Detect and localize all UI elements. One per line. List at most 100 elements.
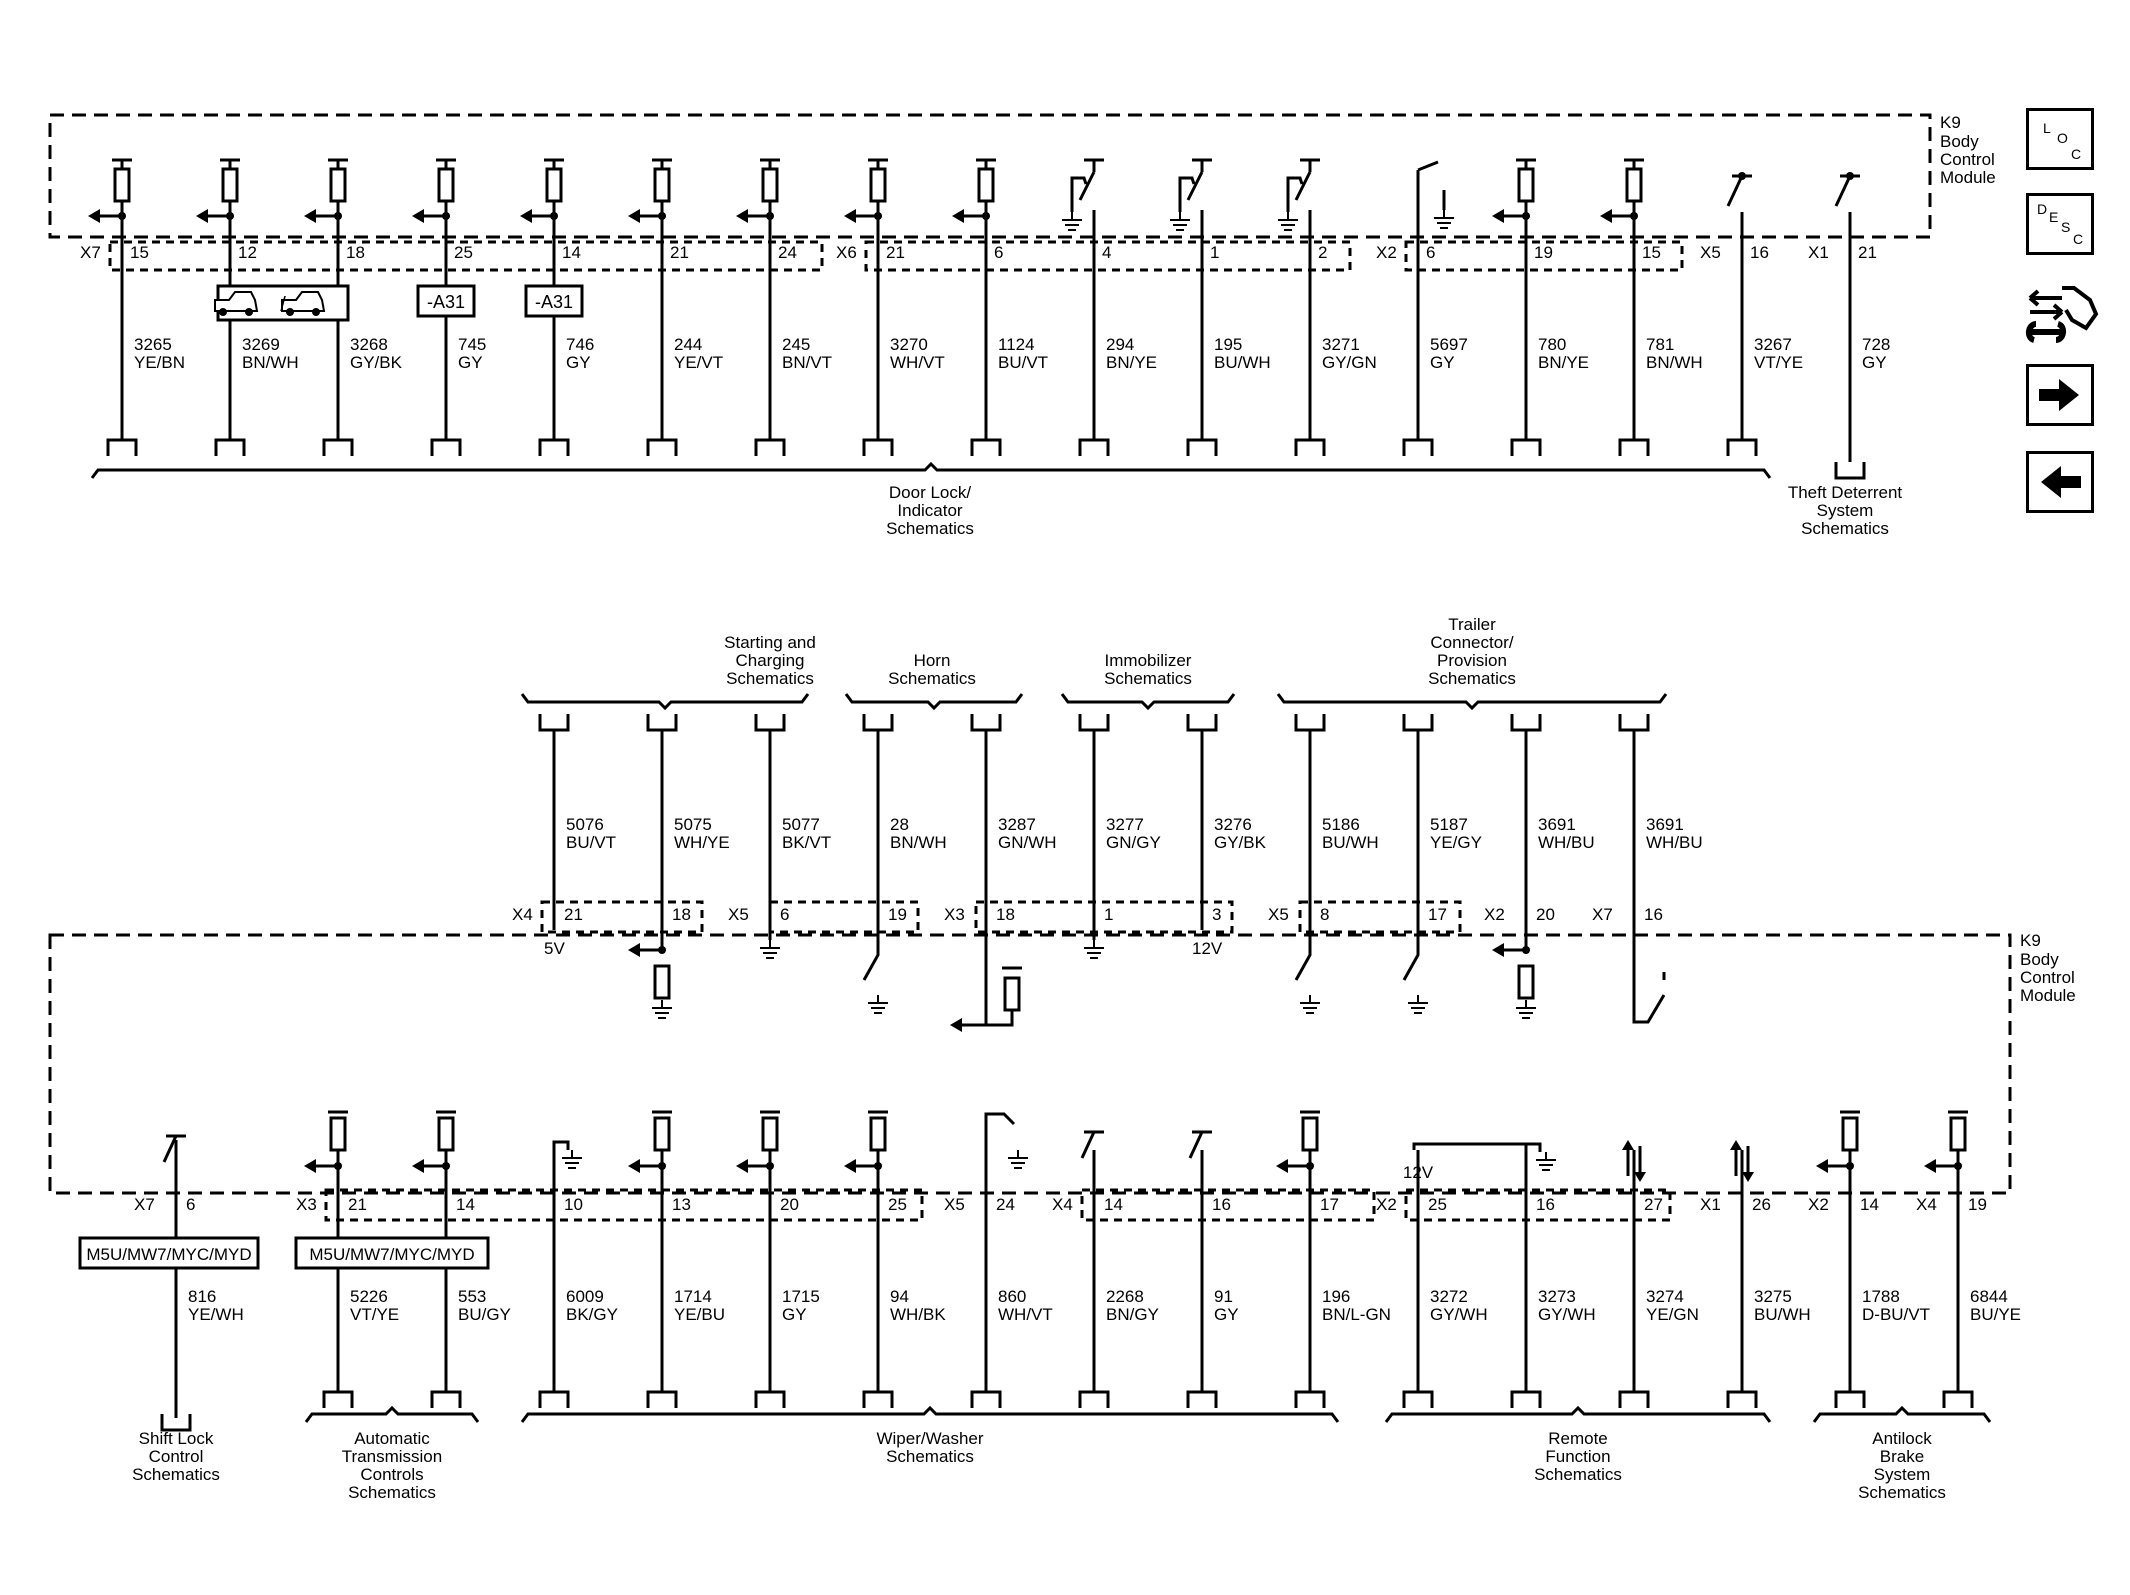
arrow-head [1492,209,1504,223]
arrow-head [1622,1140,1634,1150]
group-label: Wiper/Washer [876,1429,983,1448]
circuit-number: 3268 [350,335,388,354]
wire-color: BN/GY [1106,1305,1159,1324]
pin-label: 6 [780,905,789,924]
resistor-symbol [545,167,563,203]
wire-color: BK/GY [566,1305,618,1324]
arrow-head [1816,1159,1828,1173]
wire-color: GN/WH [998,833,1057,852]
voltage-label: 5V [544,939,565,958]
wire-color: YE/VT [674,353,723,372]
circuit-number: 5186 [1322,815,1360,834]
pin-label: 21 [670,243,689,262]
desc-button[interactable]: D E S C [2026,193,2094,255]
connector-outline [1080,1188,1376,1222]
connector-terminal [970,438,1002,456]
resistor-symbol [329,1116,347,1152]
circuit-number: 6009 [566,1287,604,1306]
group-label: Controls [360,1465,423,1484]
connector-terminal [538,1390,570,1408]
connector-label: X2 [1376,243,1397,262]
group-bracket [1384,1405,1772,1423]
connector-terminal [862,438,894,456]
pin-label: 24 [778,243,797,262]
option-box [78,1236,260,1270]
truck-body [281,291,326,312]
circuit-number: 1124 [998,335,1035,354]
pin-label: 18 [346,243,365,262]
wire-color: BN/YE [1538,353,1589,372]
open-switch [162,1134,186,1163]
connector-terminal [862,1390,894,1408]
connector-label: X5 [1268,905,1289,924]
junction-dot [1846,172,1854,180]
connector-label: X7 [1592,905,1613,924]
connector-terminal [1186,1390,1218,1408]
bidirectional-arrows [1626,1146,1642,1176]
pin-label: 16 [1750,243,1769,262]
pin-label: 15 [130,243,149,262]
vehicle-wrench-icon[interactable] [2022,280,2100,350]
wire-color: YE/BN [134,353,185,372]
pin-label: 21 [886,243,905,262]
group-label: Provision [1437,651,1507,670]
ground-symbol [1536,1152,1556,1171]
next-page-button[interactable] [2026,364,2094,426]
switch-ground-lead [1178,176,1196,212]
previous-page-button[interactable] [2026,451,2094,513]
wire-color: BU/WH [1754,1305,1811,1324]
connector-label: X2 [1376,1195,1397,1214]
open-switch [862,730,880,981]
group-label: Schematics [132,1465,220,1484]
connector-terminal [970,1390,1002,1408]
option-box [294,1236,490,1270]
module-description: Control [2020,968,2075,987]
junction-dot [1738,172,1746,180]
arrow-right-icon [2039,379,2079,411]
arrow-head [1492,943,1504,957]
circuit-number: 745 [458,335,486,354]
ground-symbol [1408,995,1428,1014]
connector-terminal [1834,1390,1866,1408]
pin-label: 14 [456,1195,475,1214]
circuit-number: 3691 [1538,815,1576,834]
resistor-symbol [1003,976,1021,1012]
group-label: Automatic [354,1429,430,1448]
ground-symbol [1300,995,1320,1014]
wire-path [986,1010,1014,1027]
group-label: Schematics [1428,669,1516,688]
wire-color: D-BU/VT [1862,1305,1930,1324]
connector-terminal [1834,462,1866,480]
pin-label: 8 [1320,905,1329,924]
circuit-number: 244 [674,335,702,354]
ground-symbol [562,1150,582,1169]
group-bracket [1812,1405,1992,1423]
connector-label: X7 [80,243,101,262]
circuit-number: 245 [782,335,810,354]
option-label: -A31 [535,292,573,312]
loc-button[interactable]: L O C [2026,108,2094,170]
ground-symbol [760,940,780,959]
wire-color: BU/VT [998,353,1048,372]
pin-label: 19 [1534,243,1553,262]
connector-label: X2 [1808,1195,1829,1214]
resistor-symbol [437,1116,455,1152]
resistor-symbol [1949,1116,1967,1152]
group-label: Antilock [1872,1429,1932,1448]
resistor-symbol [437,167,455,203]
switch-ground-lead [1286,176,1304,212]
pin-label: 2 [1318,243,1327,262]
resistor-symbol [653,964,671,1000]
option-box [524,284,584,318]
circuit-number: 746 [566,335,594,354]
vehicle-separator: / [280,294,286,316]
circuit-number: 3271 [1322,335,1360,354]
loc-letter: O [2057,130,2068,146]
connector-terminal [1510,438,1542,456]
desc-letter: D [2037,201,2048,217]
arrow-head [1276,1159,1288,1173]
group-bracket [304,1405,480,1423]
connector-label: X4 [512,905,533,924]
arrow-head [736,1159,748,1173]
